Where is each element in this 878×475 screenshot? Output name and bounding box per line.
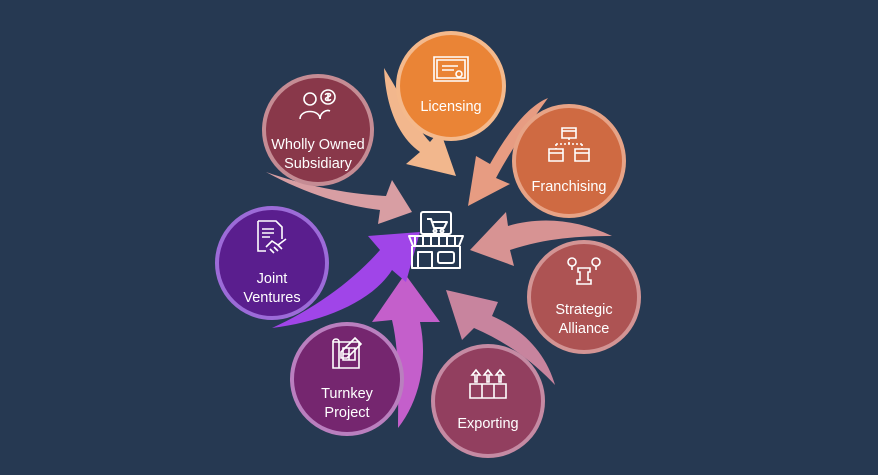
blueprint-icon xyxy=(329,336,365,377)
storefront-icon xyxy=(405,210,467,277)
node-wholly-owned-subsidiary: Wholly Owned Subsidiary xyxy=(262,74,374,186)
node-label: Franchising xyxy=(531,179,607,195)
node-franchising: Franchising xyxy=(512,104,626,218)
node-joint-ventures: Joint Ventures xyxy=(215,206,329,320)
node-label: Licensing xyxy=(420,99,482,115)
node-turnkey-project: Turnkey Project xyxy=(290,322,404,436)
node-exporting: Exporting xyxy=(431,344,545,458)
node-label: Joint Ventures xyxy=(243,270,301,306)
chess-rook-icon xyxy=(564,256,604,293)
store-network-icon xyxy=(547,125,591,170)
arrow-wholly-owned xyxy=(266,172,412,224)
arrow-licensing xyxy=(384,68,456,176)
node-label: Wholly Owned Subsidiary xyxy=(271,136,365,172)
handshake-doc-icon xyxy=(254,219,290,262)
people-money-icon xyxy=(298,87,338,128)
arrow-exporting xyxy=(446,290,555,385)
node-strategic-alliance: Strategic Alliance xyxy=(527,240,641,354)
node-label: Exporting xyxy=(457,416,519,432)
certificate-icon xyxy=(432,55,470,90)
arrow-turnkey xyxy=(372,274,440,428)
boxes-arrows-icon xyxy=(468,368,508,407)
node-label: Strategic Alliance xyxy=(555,301,613,337)
arrow-strategic-alliance xyxy=(470,212,612,266)
node-licensing: Licensing xyxy=(396,31,506,141)
arrow-joint-ventures xyxy=(272,232,420,328)
node-label: Turnkey Project xyxy=(321,385,373,421)
